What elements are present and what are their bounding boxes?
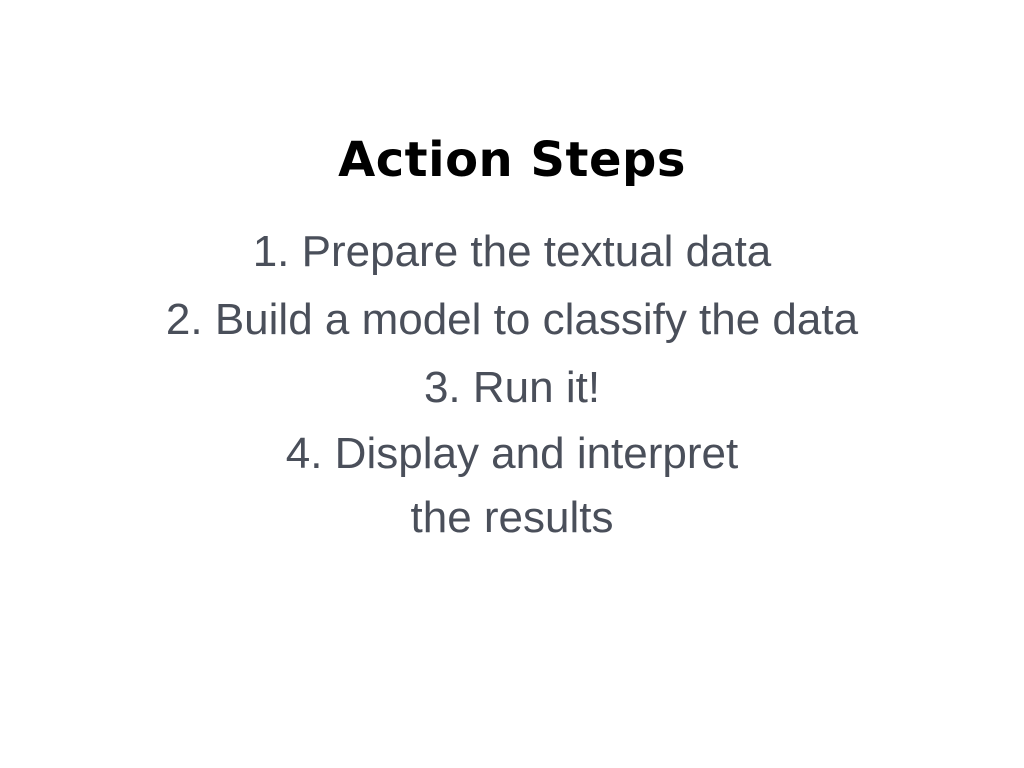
- action-steps-list: 1. Prepare the textual data 2. Build a m…: [0, 218, 1024, 550]
- slide-title: Action Steps: [338, 132, 686, 188]
- step-2: 2. Build a model to classify the data: [165, 295, 859, 344]
- step-4: 4. Display and interpret the results: [0, 422, 1024, 550]
- step-1: 1. Prepare the textual data: [252, 227, 772, 276]
- step-4-line-2: the results: [410, 493, 614, 542]
- step-3: 3. Run it!: [423, 363, 601, 412]
- step-4-line-1: 4. Display and interpret: [285, 429, 739, 478]
